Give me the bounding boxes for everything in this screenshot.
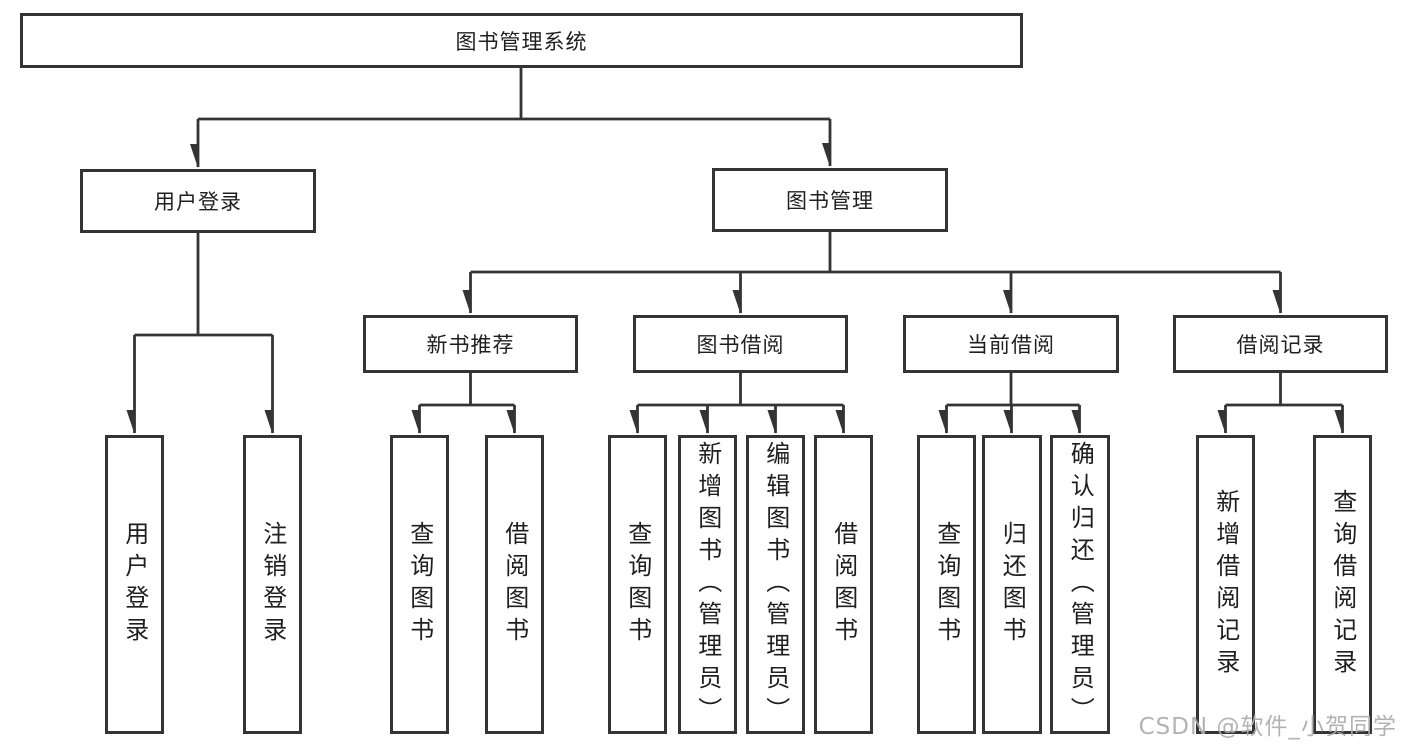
leaf-query-books-3-label: 查询图书 [932,520,961,649]
leaf-confirm-return-admin-label: 确认归还（管理员） [1066,440,1095,729]
leaf-borrow-books-1-label: 借阅图书 [500,520,529,649]
node-book-management-label: 图书管理 [786,189,874,213]
leaf-add-books-admin-label: 新增图书（管理员） [693,440,722,729]
node-book-borrow: 图书借阅 [633,315,848,373]
leaf-user-login-action-label: 用户登录 [120,520,149,649]
node-book-management: 图书管理 [712,168,948,232]
node-current-borrow-label: 当前借阅 [967,333,1055,357]
node-new-book-recommend-label: 新书推荐 [426,333,515,357]
leaf-edit-books-admin: 编辑图书（管理员） [746,435,805,734]
leaf-query-borrow-record-label: 查询借阅记录 [1328,488,1357,681]
leaf-return-books: 归还图书 [982,435,1042,734]
leaf-query-books-2: 查询图书 [608,435,667,734]
node-current-borrow: 当前借阅 [903,315,1119,373]
leaf-query-books-3: 查询图书 [917,435,976,734]
node-borrow-records: 借阅记录 [1173,315,1388,373]
leaf-query-borrow-record: 查询借阅记录 [1313,435,1372,734]
leaf-logout-action-label: 注销登录 [258,520,287,649]
node-borrow-records-label: 借阅记录 [1236,333,1325,357]
node-book-borrow-label: 图书借阅 [696,333,785,357]
leaf-edit-books-admin-label: 编辑图书（管理员） [761,440,790,729]
leaf-query-books-2-label: 查询图书 [623,520,652,649]
leaf-borrow-books-2-label: 借阅图书 [829,520,858,649]
leaf-add-borrow-record: 新增借阅记录 [1196,435,1255,734]
leaf-user-login-action: 用户登录 [105,435,164,734]
leaf-confirm-return-admin: 确认归还（管理员） [1050,435,1110,734]
node-user-login-label: 用户登录 [154,190,242,214]
leaf-query-books-1: 查询图书 [390,435,449,734]
leaf-return-books-label: 归还图书 [998,520,1027,649]
leaf-borrow-books-1: 借阅图书 [485,435,544,734]
leaf-logout-action: 注销登录 [243,435,302,734]
csdn-watermark: CSDN @软件_小贺同学 [1138,714,1397,740]
node-user-login: 用户登录 [80,169,316,233]
node-new-book-recommend: 新书推荐 [363,315,578,373]
leaf-add-books-admin: 新增图书（管理员） [678,435,737,734]
node-root-label: 图书管理系统 [455,29,588,54]
leaf-borrow-books-2: 借阅图书 [814,435,873,734]
leaf-add-borrow-record-label: 新增借阅记录 [1211,488,1240,681]
leaf-query-books-1-label: 查询图书 [405,520,434,649]
node-root: 图书管理系统 [20,13,1023,68]
